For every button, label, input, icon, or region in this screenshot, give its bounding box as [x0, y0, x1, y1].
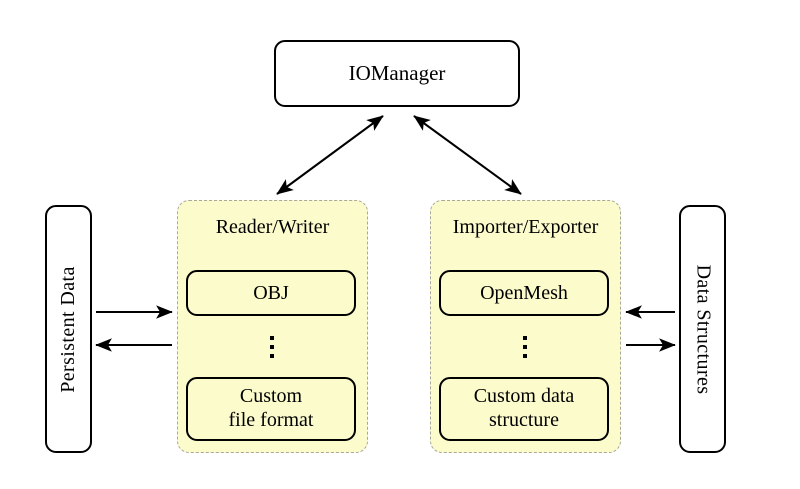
- arrow-readerwriter-iomanager: [276, 115, 384, 195]
- node-persistent-data[interactable]: Persistent Data: [45, 205, 92, 453]
- node-custom-file-format-label: Custom file format: [229, 385, 314, 432]
- node-data-structures-label: Data Structures: [692, 264, 715, 394]
- node-obj-label: OBJ: [253, 281, 289, 304]
- arrow-importerexporter-iomanager: [413, 115, 522, 195]
- node-obj[interactable]: OBJ: [186, 270, 356, 316]
- node-iomanager[interactable]: IOManager: [274, 40, 520, 107]
- node-openmesh[interactable]: OpenMesh: [439, 270, 609, 316]
- reader-writer-ellipsis-icon: [262, 331, 282, 363]
- node-iomanager-label: IOManager: [348, 61, 446, 85]
- node-custom-file-format-line1: Custom: [239, 385, 303, 408]
- node-persistent-data-label: Persistent Data: [57, 265, 79, 393]
- node-data-structures[interactable]: Data Structures: [679, 205, 726, 453]
- node-custom-file-format[interactable]: Custom file format: [186, 377, 356, 441]
- importer-exporter-ellipsis-icon: [515, 331, 535, 363]
- node-custom-data-structure-line1: Custom data: [473, 385, 575, 408]
- node-custom-data-structure-label: Custom data structure: [474, 385, 575, 432]
- node-custom-data-structure[interactable]: Custom data structure: [439, 377, 609, 441]
- group-reader-writer-title: Reader/Writer: [215, 216, 330, 238]
- node-custom-file-format-line2: file format: [228, 409, 314, 431]
- node-custom-data-structure-line2: structure: [489, 409, 559, 431]
- node-openmesh-label: OpenMesh: [480, 281, 568, 304]
- group-importer-exporter-title: Importer/Exporter: [452, 216, 599, 238]
